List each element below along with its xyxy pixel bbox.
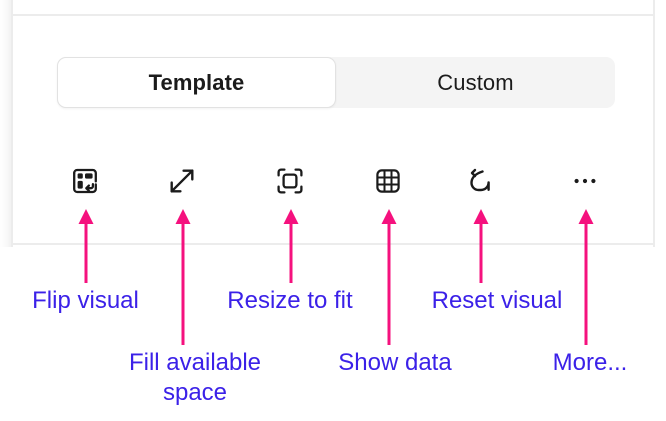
expand-diagonal-icon: [167, 166, 197, 196]
more-options-button[interactable]: [562, 158, 608, 204]
visual-format-panel: [11, 14, 654, 244]
table-grid-icon: [373, 166, 403, 196]
undo-arrow-icon: [465, 166, 495, 196]
fill-available-space-button[interactable]: [159, 158, 205, 204]
tab-custom[interactable]: Custom: [437, 69, 514, 95]
visual-toolbar: [13, 150, 654, 212]
tab-template[interactable]: Template: [57, 57, 336, 108]
ellipsis-icon: [570, 166, 600, 196]
reset-visual-button[interactable]: [457, 158, 503, 204]
flip-visual-button[interactable]: [62, 158, 108, 204]
callout-label-flip-visual: Flip visual: [32, 287, 139, 314]
resize-to-fit-icon: [275, 166, 305, 196]
callout-label-fill-space: Fill available space: [128, 349, 262, 406]
panel-border-left: [11, 0, 13, 247]
callout-label-more: More...: [552, 349, 628, 376]
callout-label-resize-to-fit: Resize to fit: [227, 287, 353, 314]
format-mode-segmented-control[interactable]: Template Custom: [57, 57, 615, 108]
callout-label-show-data: Show data: [338, 349, 452, 376]
resize-to-fit-button[interactable]: [267, 158, 313, 204]
panel-outer-shadow: [0, 0, 11, 247]
panel-border-right: [653, 0, 655, 247]
flip-visual-icon: [70, 166, 100, 196]
callout-label-reset-visual: Reset visual: [431, 287, 563, 314]
panel-border-top: [13, 14, 654, 16]
panel-border-bottom: [13, 243, 654, 245]
show-data-button[interactable]: [365, 158, 411, 204]
